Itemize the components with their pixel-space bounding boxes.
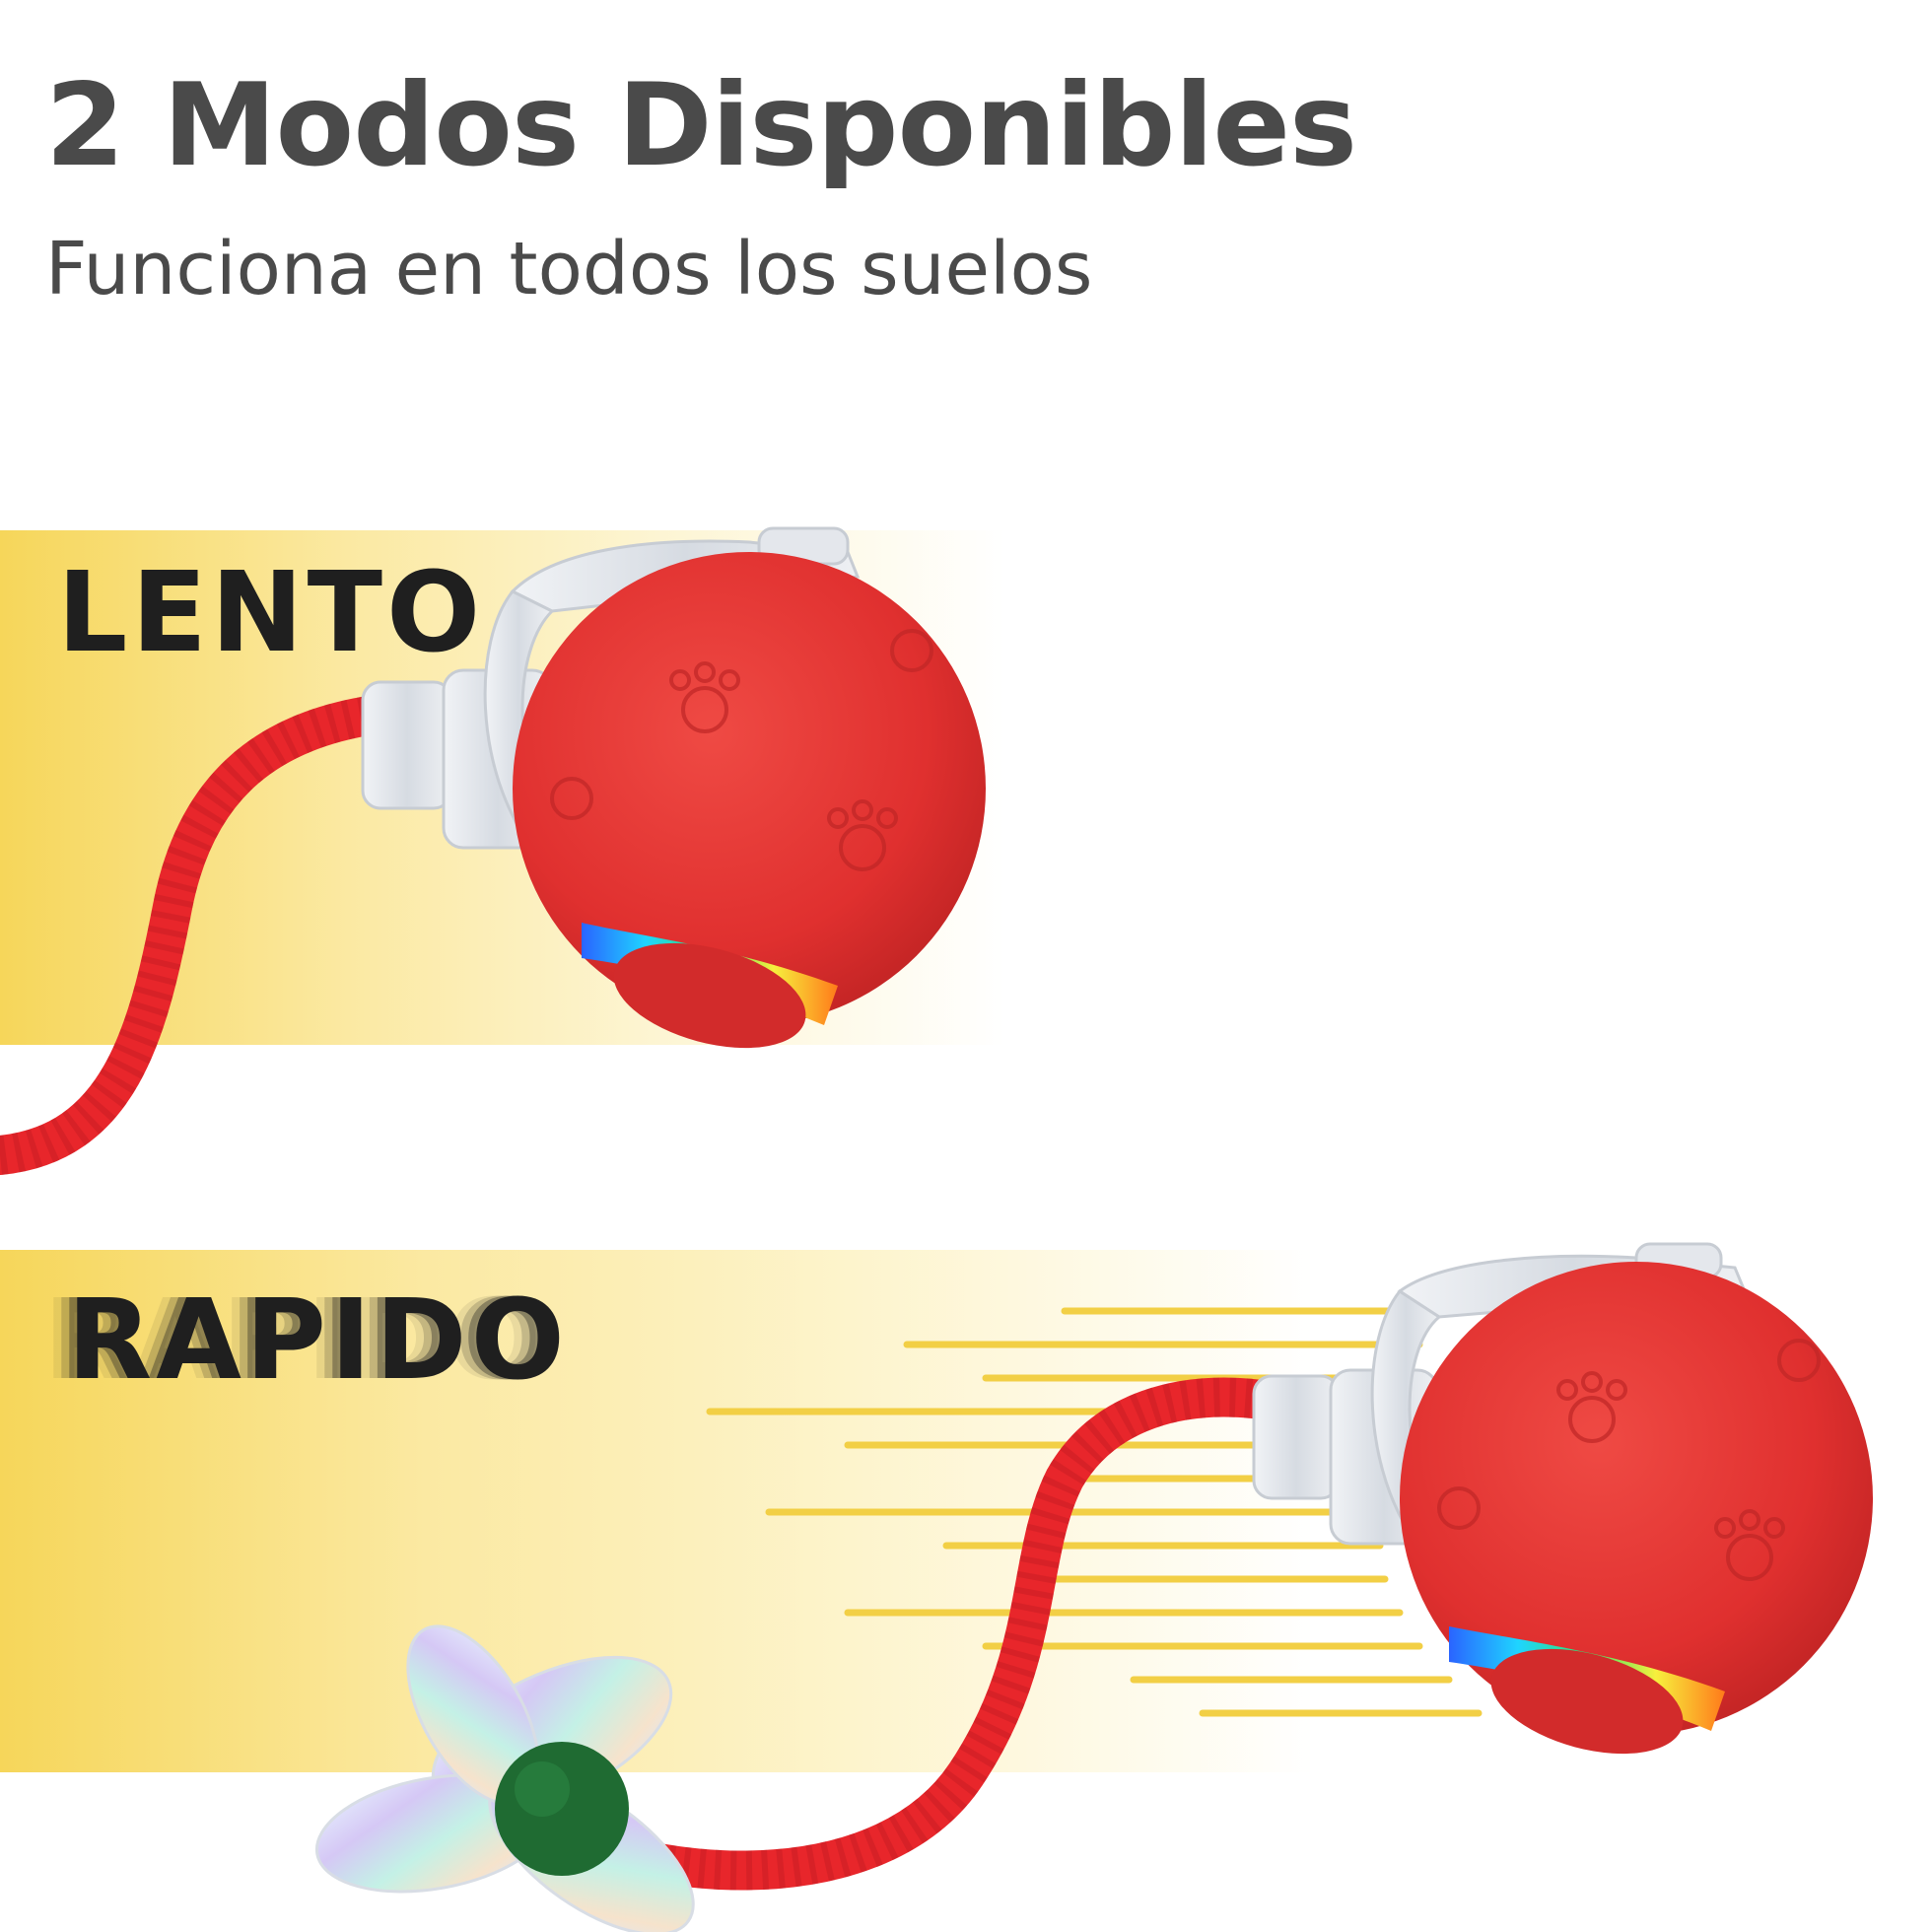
slow-connector (361, 680, 453, 810)
mode-label-fast: RAPIDO (67, 1276, 569, 1405)
green-pompom (495, 1742, 629, 1876)
slow-ball (513, 552, 986, 1025)
page-subtitle: Funciona en todos los suelos (45, 227, 1093, 311)
slow-paw-prints (550, 629, 933, 871)
fast-rope (513, 1377, 1281, 1891)
holographic-flower (314, 1624, 695, 1932)
fast-connector (1252, 1374, 1341, 1500)
slow-rope (0, 692, 414, 1175)
fast-ball (1400, 1262, 1873, 1735)
fast-paw-prints (1437, 1339, 1821, 1581)
page-title: 2 Modos Disponibles (45, 59, 1357, 192)
fast-toy (314, 1242, 1873, 1932)
slow-toy (0, 526, 986, 1175)
mode-label-slow: LENTO (57, 549, 485, 677)
